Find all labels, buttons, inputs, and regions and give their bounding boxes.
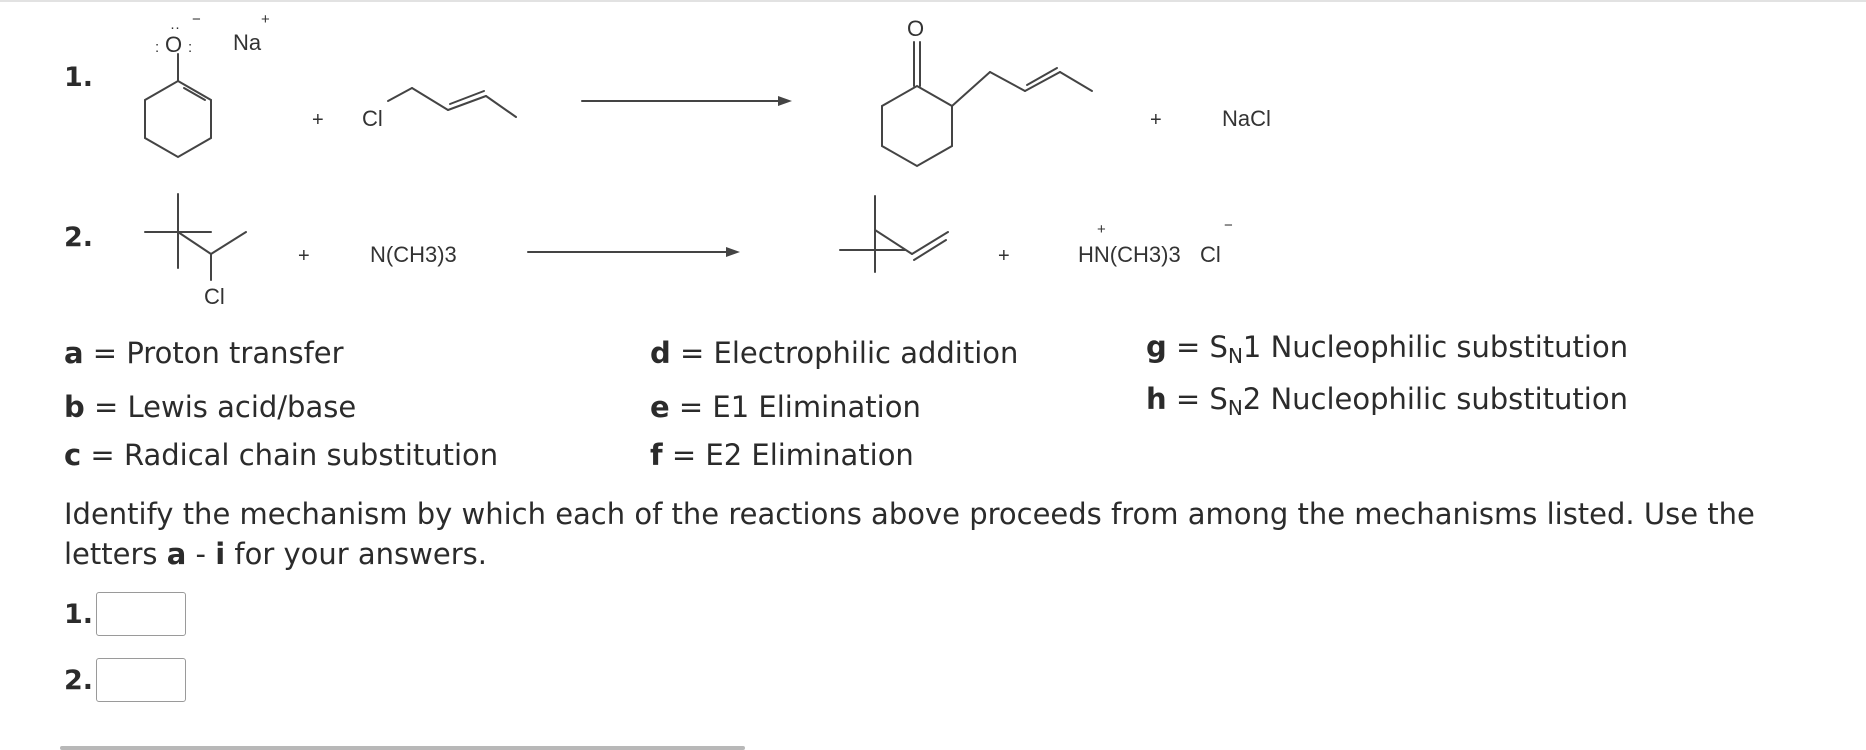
carbonyl-oxygen-label: O — [907, 16, 924, 41]
mechanism-option-b: b = Lewis acid/base — [64, 390, 356, 424]
equals-sign: = — [1175, 382, 1201, 416]
alkene-structure — [839, 195, 949, 273]
enolate-structure — [144, 53, 212, 159]
answer-input-2[interactable] — [96, 658, 186, 702]
lone-pair-dots: : — [188, 39, 192, 56]
question-prompt: Identify the mechanism by which each of … — [64, 494, 1824, 574]
mechanism-subscript: N — [1227, 344, 1243, 368]
mechanism-label: Lewis acid/base — [127, 390, 357, 424]
chlorine-atom-label: Cl — [362, 106, 383, 131]
positive-charge: + — [1097, 221, 1106, 238]
equals-sign: = — [679, 336, 705, 370]
equals-sign: = — [93, 390, 119, 424]
plus-sign: + — [298, 245, 310, 267]
mechanism-label: E2 Elimination — [705, 438, 914, 472]
mechanism-label: Proton transfer — [126, 336, 344, 370]
negative-charge: − — [192, 11, 201, 28]
prompt-text: Identify the mechanism by which each of … — [64, 497, 1755, 571]
answer-row-2: 2. — [64, 658, 186, 702]
sodium-chloride-label: NaCl — [1222, 106, 1271, 131]
prompt-range-end: i — [215, 537, 226, 571]
mechanism-subscript: N — [1227, 396, 1243, 420]
alkyl-chloride-structure — [144, 193, 247, 281]
mechanism-label: E1 Elimination — [712, 390, 921, 424]
mechanism-letter: g — [1146, 330, 1167, 364]
answer-label-1: 1. — [64, 598, 94, 630]
equals-sign: = — [92, 336, 118, 370]
plus-sign: + — [998, 245, 1010, 267]
mechanism-label: Electrophilic addition — [713, 336, 1019, 370]
mechanism-prefix: S — [1209, 382, 1228, 416]
mechanism-label: 2 Nucleophilic substitution — [1242, 382, 1628, 416]
reaction-scheme-drawing: O : : ·· − Na + + Cl O + NaCl Cl + N(CH3… — [144, 11, 1271, 309]
positive-charge: + — [261, 11, 270, 28]
reaction-arrow-1 — [581, 96, 792, 106]
plus-sign: + — [1150, 109, 1162, 131]
crotyl-chloride-structure — [387, 87, 517, 118]
chloride-anion-label: Cl — [1200, 242, 1221, 267]
equals-sign: = — [678, 390, 704, 424]
reaction-number-2: 2. — [64, 222, 94, 253]
mechanism-label: Radical chain substitution — [123, 438, 499, 472]
mechanism-option-d: d = Electrophilic addition — [650, 336, 1018, 370]
plus-sign: + — [312, 109, 324, 131]
equals-sign: = — [1175, 330, 1201, 364]
ketone-structure — [881, 41, 1093, 168]
mechanism-option-f: f = E2 Elimination — [650, 438, 914, 472]
lone-pair-dots: ·· — [170, 19, 180, 36]
mechanism-letter: e — [650, 390, 670, 424]
lone-pair-dots: : — [155, 39, 159, 56]
equals-sign: = — [671, 438, 697, 472]
mechanism-option-e: e = E1 Elimination — [650, 390, 921, 424]
reaction-number-1: 1. — [64, 62, 94, 93]
prompt-text-end: for your answers. — [225, 537, 487, 571]
mechanism-prefix: S — [1209, 330, 1228, 364]
mechanism-letter: f — [650, 438, 663, 472]
sodium-atom-label: Na — [233, 30, 262, 55]
mechanism-letter: a — [64, 336, 84, 370]
equals-sign: = — [90, 438, 115, 472]
top-divider — [0, 0, 1866, 2]
reaction-scheme: O : : ·· − Na + + Cl O + NaCl Cl + N(CH3… — [0, 0, 1866, 330]
prompt-range-start: a — [166, 537, 187, 571]
answer-input-1[interactable] — [96, 592, 186, 636]
mechanism-letter: b — [64, 390, 85, 424]
prompt-range-separator: - — [186, 537, 216, 571]
mechanism-letter: d — [650, 336, 671, 370]
bottom-scrollbar[interactable] — [60, 746, 745, 750]
chlorine-atom-label: Cl — [204, 284, 225, 309]
mechanism-letter: c — [64, 438, 82, 472]
trimethylamine-label: N(CH3)3 — [370, 242, 457, 267]
mechanism-option-a: a = Proton transfer — [64, 336, 344, 370]
mechanism-label: 1 Nucleophilic substitution — [1242, 330, 1629, 364]
mechanism-option-g: g = SN1 Nucleophilic substitution — [1146, 330, 1629, 368]
reaction-arrow-2 — [527, 247, 740, 257]
mechanism-letter: h — [1146, 382, 1167, 416]
mechanism-option-h: h = SN2 Nucleophilic substitution — [1146, 382, 1628, 420]
oxygen-atom-label: O — [165, 32, 182, 57]
mechanism-option-c: c = Radical chain substitution — [64, 438, 498, 472]
answer-row-1: 1. — [64, 592, 186, 636]
answer-label-2: 2. — [64, 664, 94, 696]
negative-charge: − — [1224, 217, 1233, 234]
trimethylammonium-label: HN(CH3)3 — [1078, 242, 1181, 267]
